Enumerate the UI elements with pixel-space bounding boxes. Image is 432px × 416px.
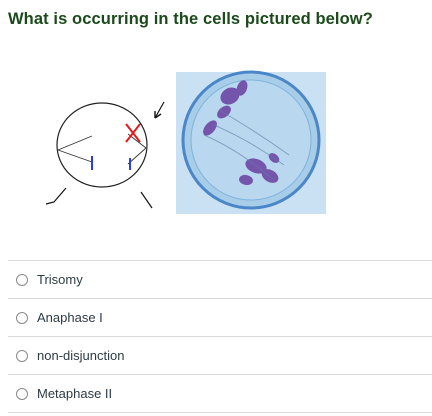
- answer-label: non-disjunction: [37, 348, 125, 363]
- question-text: What is occurring in the cells pictured …: [8, 10, 373, 28]
- cell-membrane-outline: [56, 102, 148, 188]
- answer-option-metaphase-ii[interactable]: Metaphase II: [8, 374, 432, 413]
- radio-button[interactable]: [16, 349, 28, 362]
- radio-button[interactable]: [16, 311, 28, 324]
- answer-option-non-disjunction[interactable]: non-disjunction: [8, 336, 432, 374]
- radio-button[interactable]: [16, 273, 28, 286]
- arrow-head-icon: [154, 111, 162, 119]
- question-figure: [45, 70, 326, 214]
- arrow-icon: [45, 187, 67, 205]
- red-chromosome-x: [125, 123, 141, 143]
- arrow-icon: [140, 191, 153, 209]
- cell-micrograph: [176, 70, 326, 214]
- answer-label: Trisomy: [37, 272, 83, 287]
- spindle-fiber: [57, 149, 93, 163]
- answer-options: Trisomy Anaphase I non-disjunction Metap…: [8, 260, 432, 413]
- answer-label: Metaphase II: [37, 386, 113, 401]
- answer-option-anaphase-i[interactable]: Anaphase I: [8, 298, 432, 336]
- cell-diagram: [45, 101, 165, 209]
- micrograph-spindle: [203, 109, 290, 181]
- radio-button[interactable]: [16, 387, 28, 400]
- arrow-icon: [154, 101, 165, 119]
- answer-label: Anaphase I: [37, 310, 103, 325]
- answer-option-trisomy[interactable]: Trisomy: [8, 260, 432, 298]
- spindle-fiber: [57, 135, 93, 151]
